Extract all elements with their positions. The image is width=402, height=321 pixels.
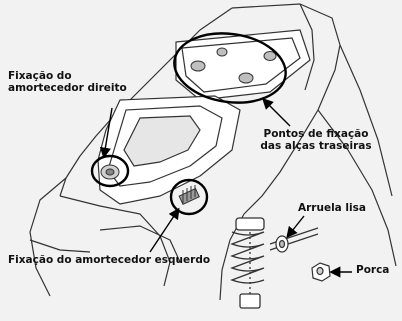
grab-points-callout-circle	[173, 32, 287, 104]
washer-leader	[286, 215, 305, 239]
rear-frame-linework	[29, 3, 397, 301]
leader-lines	[99, 98, 352, 278]
nut-label: Porca	[356, 264, 390, 276]
grab-points-label: Pontos de fixação das alças traseiras	[246, 128, 386, 152]
nut-part	[311, 262, 331, 282]
grab-rail-mount-details	[190, 47, 277, 84]
grab-points-label-line2: das alças traseiras	[260, 140, 372, 152]
right-shock-label-line2: amortecedor direito	[8, 82, 127, 94]
grab-points-label-line1: Pontos de fixação	[263, 128, 369, 140]
right-shock-mount-bolt	[100, 164, 120, 180]
shock-absorber-spring	[230, 217, 265, 309]
right-shock-label-line1: Fixação do	[8, 70, 72, 82]
left-shock-leader	[149, 207, 180, 253]
left-shock-label: Fixação do amortecedor esquerdo	[8, 254, 211, 266]
left-shock-mount-bolt	[178, 185, 200, 205]
left-shock-callout-circle	[169, 178, 209, 216]
callout-circles	[90, 32, 287, 216]
washer-and-stud	[269, 227, 319, 253]
right-shock-leader	[99, 107, 113, 159]
grab-points-leader	[262, 98, 291, 127]
plain-washer-label: Arruela lisa	[298, 202, 366, 214]
right-shock-label: Fixação do amortecedor direito	[8, 70, 127, 94]
